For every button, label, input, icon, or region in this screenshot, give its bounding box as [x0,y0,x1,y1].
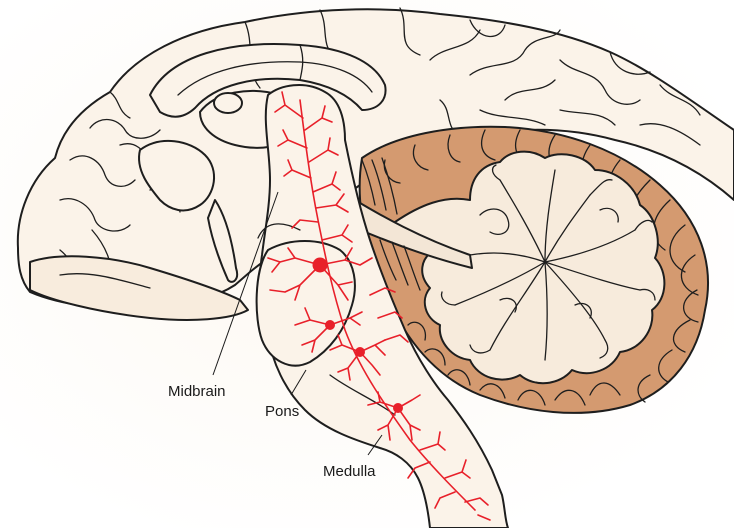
label-midbrain: Midbrain [168,383,226,400]
label-pons: Pons [265,403,299,420]
reticular-node [355,347,365,357]
reticular-node-large [313,258,328,273]
label-medulla: Medulla [323,463,376,480]
reticular-node [325,320,335,330]
reticular-node [393,403,403,413]
